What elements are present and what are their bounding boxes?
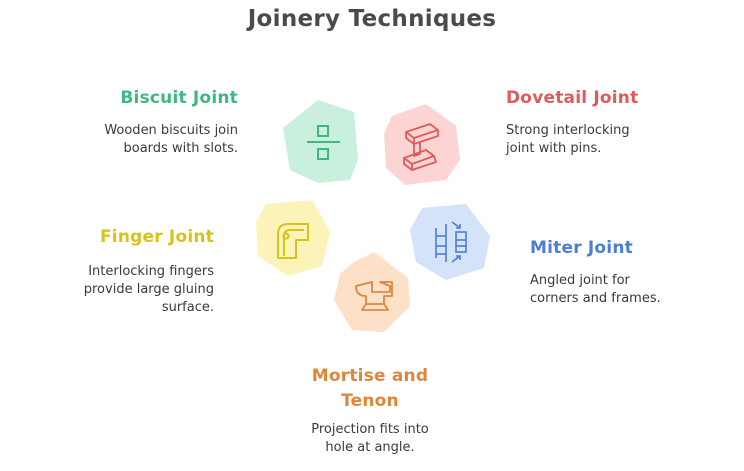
description-line: surface. — [161, 300, 214, 315]
description-line: Interlocking fingers — [88, 264, 214, 279]
description-line: provide large gluing — [83, 282, 214, 297]
finger-joint-heading: Finger Joint — [99, 227, 214, 247]
i-beam-icon — [403, 123, 439, 171]
biscuit-node — [283, 100, 358, 183]
miter-joint-description: Angled joint for corners and frames. — [530, 272, 661, 308]
corner-pipe-icon — [277, 223, 309, 259]
description-line: Angled joint for — [530, 273, 630, 288]
description-line: boards with slots. — [123, 141, 239, 156]
description-line: Wooden biscuits join — [104, 123, 238, 138]
dovetail-joint-description: Strong interlocking joint with pins. — [506, 122, 630, 158]
dovetail-node — [384, 104, 460, 185]
mortise-and-tenon-description: Projection fits into hole at angle. — [270, 421, 470, 457]
description-line: joint with pins. — [506, 141, 602, 156]
mortise-node — [334, 252, 410, 332]
dovetail-joint-heading: Dovetail Joint — [506, 88, 639, 108]
miter-node — [410, 204, 490, 280]
description-line: hole at angle. — [325, 440, 415, 455]
anvil-icon — [355, 281, 393, 311]
description-line: Projection fits into — [311, 422, 429, 437]
mortise-and-tenon-heading: Mortise and Tenon — [311, 366, 429, 411]
shelves-arrows-icon — [435, 221, 467, 263]
divide-icon — [307, 125, 340, 160]
finger-joint-description: Interlocking fingers provide large gluin… — [30, 263, 214, 317]
biscuit-joint-description: Wooden biscuits join boards with slots. — [60, 122, 238, 158]
description-line: corners and frames. — [530, 291, 661, 306]
description-line: Strong interlocking — [506, 123, 630, 138]
finger-node — [256, 200, 330, 276]
miter-joint-heading: Miter Joint — [530, 238, 633, 258]
diagram-title: Joinery Techniques — [247, 6, 497, 32]
biscuit-joint-heading: Biscuit Joint — [120, 88, 238, 108]
